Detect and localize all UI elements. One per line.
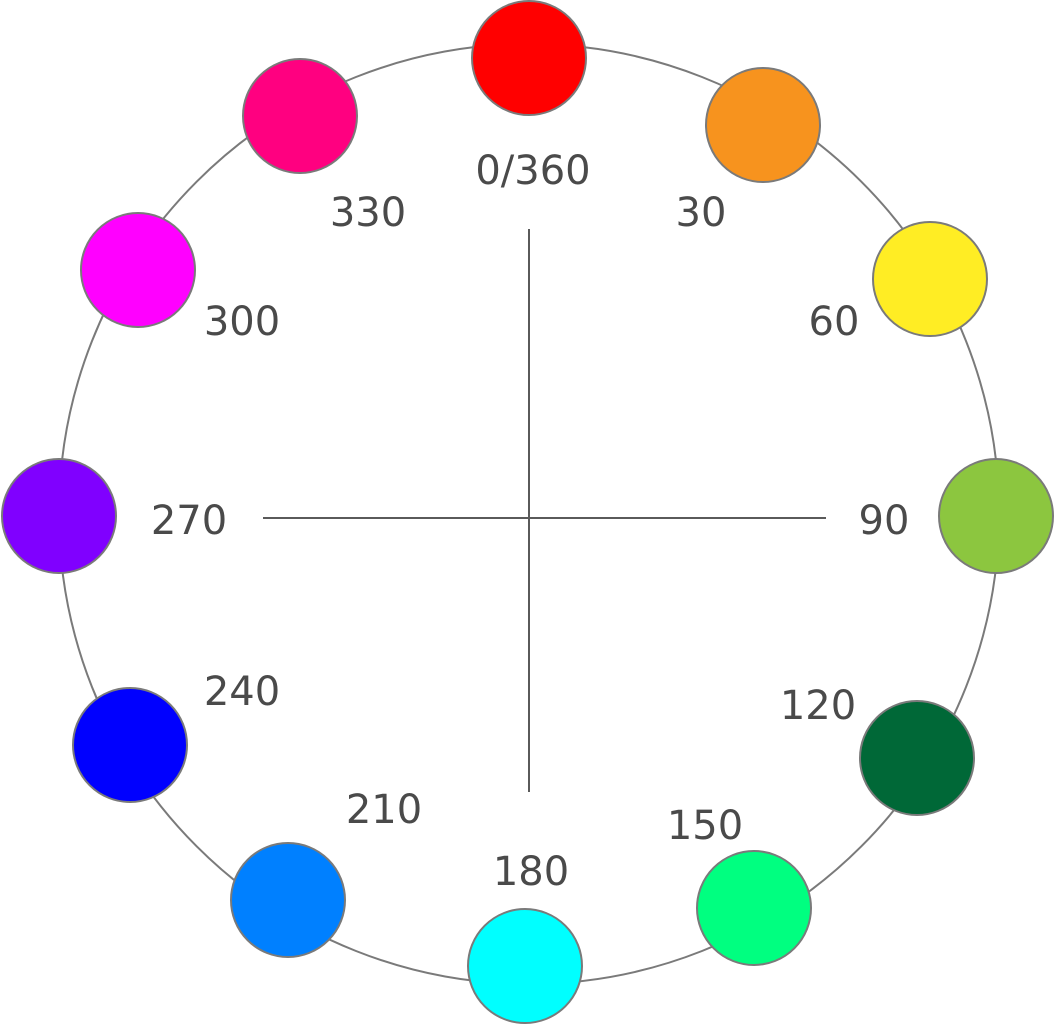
hue-swatch-180 bbox=[467, 908, 583, 1024]
hue-label-210: 210 bbox=[345, 787, 423, 833]
hue-label-60: 60 bbox=[808, 299, 860, 345]
hue-swatch-90 bbox=[938, 458, 1054, 574]
hue-swatch-210 bbox=[230, 842, 346, 958]
hue-swatch-330 bbox=[242, 58, 358, 174]
hue-label-300: 300 bbox=[203, 299, 281, 345]
hue-label-330: 330 bbox=[329, 190, 407, 236]
hue-label-240: 240 bbox=[203, 669, 281, 715]
hue-swatch-240 bbox=[72, 687, 188, 803]
hue-swatch-0 bbox=[471, 0, 587, 116]
hue-swatch-30 bbox=[705, 67, 821, 183]
hue-swatch-270 bbox=[1, 458, 117, 574]
hue-label-30: 30 bbox=[675, 190, 727, 236]
hue-swatch-60 bbox=[872, 221, 988, 337]
hue-swatch-150 bbox=[696, 850, 812, 966]
hue-swatch-300 bbox=[80, 212, 196, 328]
hue-label-90: 90 bbox=[858, 498, 910, 544]
hue-label-270: 270 bbox=[150, 498, 228, 544]
hue-swatch-120 bbox=[859, 700, 975, 816]
hue-label-180: 180 bbox=[492, 849, 570, 895]
hue-label-150: 150 bbox=[666, 803, 744, 849]
hue-label-120: 120 bbox=[779, 683, 857, 729]
hue-label-0: 0/360 bbox=[475, 148, 591, 194]
